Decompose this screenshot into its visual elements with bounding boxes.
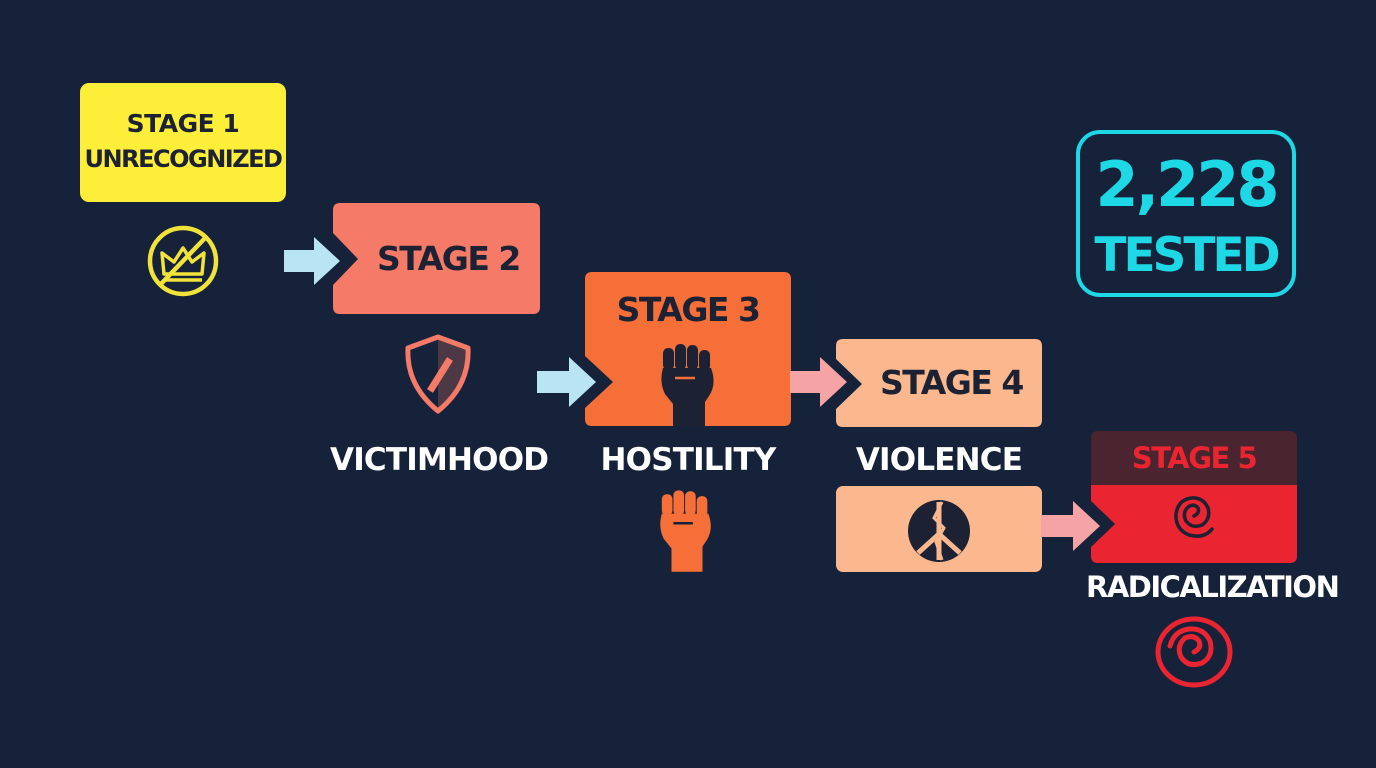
stage-2-title: STAGE 2 — [377, 239, 521, 278]
stage-1-name: UNRECOGNIZED — [84, 145, 283, 173]
stage-5-name: RADICALIZATION — [1086, 570, 1340, 604]
shield-icon — [402, 333, 474, 415]
tested-count-callout: 2,228 TESTED — [1076, 130, 1296, 297]
stage-2-name: VICTIMHOOD — [330, 442, 549, 478]
stage-4-box: STAGE 4 — [836, 339, 1042, 427]
arrow-stage3-to-stage4 — [790, 356, 850, 408]
tested-count-number: 2,228 — [1095, 148, 1279, 221]
spiral-icon — [1169, 491, 1219, 541]
broken-peace-sign-icon — [906, 498, 972, 564]
arrow-stage2-to-stage3 — [537, 356, 599, 408]
raised-fist-icon-small — [656, 488, 718, 574]
stage-5-title: STAGE 5 — [1131, 441, 1258, 475]
tested-count-label: TESTED — [1094, 228, 1280, 283]
stage-4-name: VIOLENCE — [855, 442, 1023, 478]
arrow-stage1-to-stage2 — [284, 236, 344, 286]
stage-1-title: STAGE 1 — [126, 109, 240, 138]
raised-fist-icon — [657, 342, 721, 426]
stage-2-box: STAGE 2 — [333, 203, 541, 315]
arrow-stage4-to-stage5 — [1041, 500, 1103, 552]
crossed-crown-icon — [147, 225, 219, 297]
stage-4-title: STAGE 4 — [880, 363, 1024, 402]
stage-5-box: STAGE 5 — [1091, 431, 1297, 563]
stage-3-box: STAGE 3 — [585, 272, 791, 426]
stage-3-title: STAGE 3 — [616, 290, 761, 329]
stage-3-name: HOSTILITY — [600, 442, 777, 478]
spiral-icon-large — [1154, 616, 1234, 688]
stage-1-box: STAGE 1 UNRECOGNIZED — [80, 83, 286, 202]
